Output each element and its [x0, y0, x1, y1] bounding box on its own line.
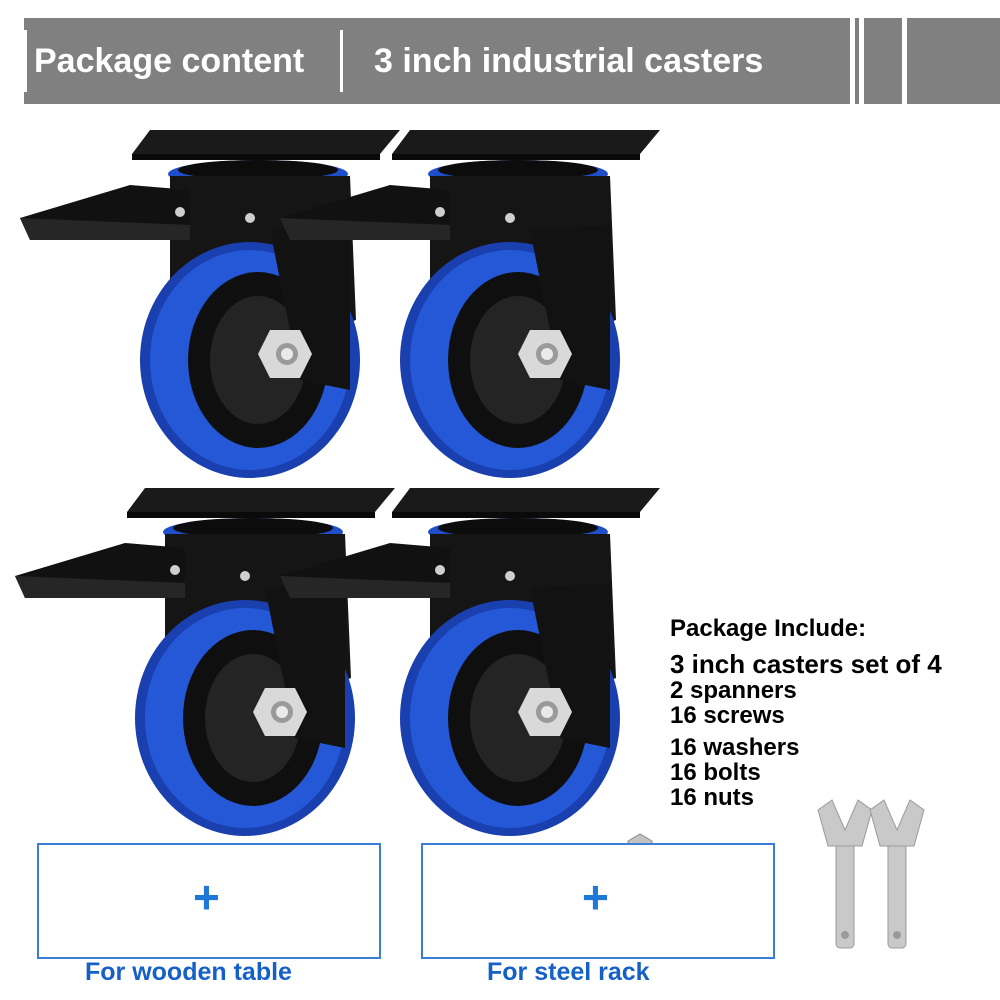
header-bar: Package content 3 inch industrial caster…: [24, 18, 1000, 104]
header-title-package-content: Package content: [34, 42, 305, 80]
list-item: 16 nuts: [670, 784, 755, 812]
wooden-table-hardware-box: [37, 843, 381, 959]
header-title-casters: 3 inch industrial casters: [374, 42, 764, 80]
list-item: 16 washers: [670, 733, 800, 761]
plus-sign: +: [193, 871, 220, 923]
header-divider: [340, 30, 343, 92]
list-item: 16 screws: [670, 702, 785, 730]
header-stripe: [859, 18, 864, 104]
spanner-icon: [869, 799, 925, 949]
header-stripe: [902, 18, 907, 104]
package-include-heading: Package Include:: [670, 615, 867, 642]
caster-bottom-left: [15, 488, 395, 836]
header-left-divider: [24, 30, 27, 92]
wooden-table-label: For wooden table: [85, 958, 292, 986]
package-include-list: Package Include: 3 inch casters set of 4…: [670, 615, 942, 810]
header-stripe: [850, 18, 855, 104]
list-item: 3 inch casters set of 4: [670, 649, 942, 679]
spanner-icon: [817, 799, 873, 949]
caster-top-left: [20, 130, 400, 478]
list-item: 16 bolts: [670, 758, 761, 786]
steel-rack-hardware-box: [421, 843, 775, 959]
plus-sign: +: [582, 871, 609, 923]
list-item: 2 spanners: [670, 677, 797, 705]
steel-rack-label: For steel rack: [487, 958, 650, 986]
